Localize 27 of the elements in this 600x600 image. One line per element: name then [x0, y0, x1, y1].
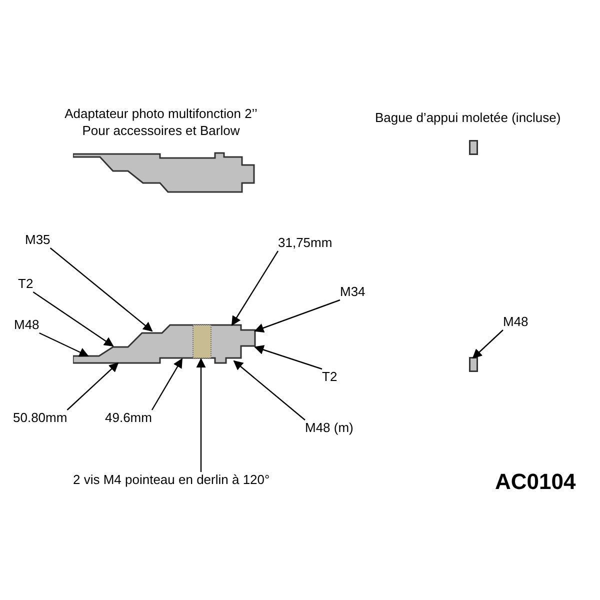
callout-label: M48 [503, 314, 528, 330]
caption: Bague d’appui moletée (incluse) [375, 109, 561, 127]
leader-line [32, 292, 114, 347]
leader-line [254, 345, 322, 370]
callout-label: M34 [340, 284, 366, 300]
callout-label: 31,75mm [278, 235, 332, 251]
callout-label: 50.80mm [13, 410, 68, 426]
leader-line [232, 250, 278, 326]
callout-label: 2 vis M4 pointeau en derlin à 120° [73, 472, 270, 488]
leader-line [39, 332, 89, 357]
leader-line [472, 330, 504, 359]
leader-line [50, 248, 153, 332]
leader-line [254, 299, 340, 333]
leader-line [233, 360, 306, 420]
callout-label: T2 [18, 276, 34, 292]
caption: Adaptateur photo multifonction 2’’ Pour accessoires et Barlow [64, 105, 258, 139]
callout-label: T2 [322, 369, 338, 385]
callout-label: 49.6mm [105, 410, 152, 426]
leader-line [196, 358, 206, 472]
ring-drawing [469, 357, 478, 372]
callout-label: M35 [25, 232, 50, 248]
adapter-drawing [73, 323, 257, 365]
leader-line [151, 358, 183, 410]
callout-label: M48 [14, 317, 40, 333]
callout-label: M48 (m) [305, 420, 354, 436]
part-number: AC0104 [495, 468, 576, 496]
leader-line [66, 362, 119, 410]
